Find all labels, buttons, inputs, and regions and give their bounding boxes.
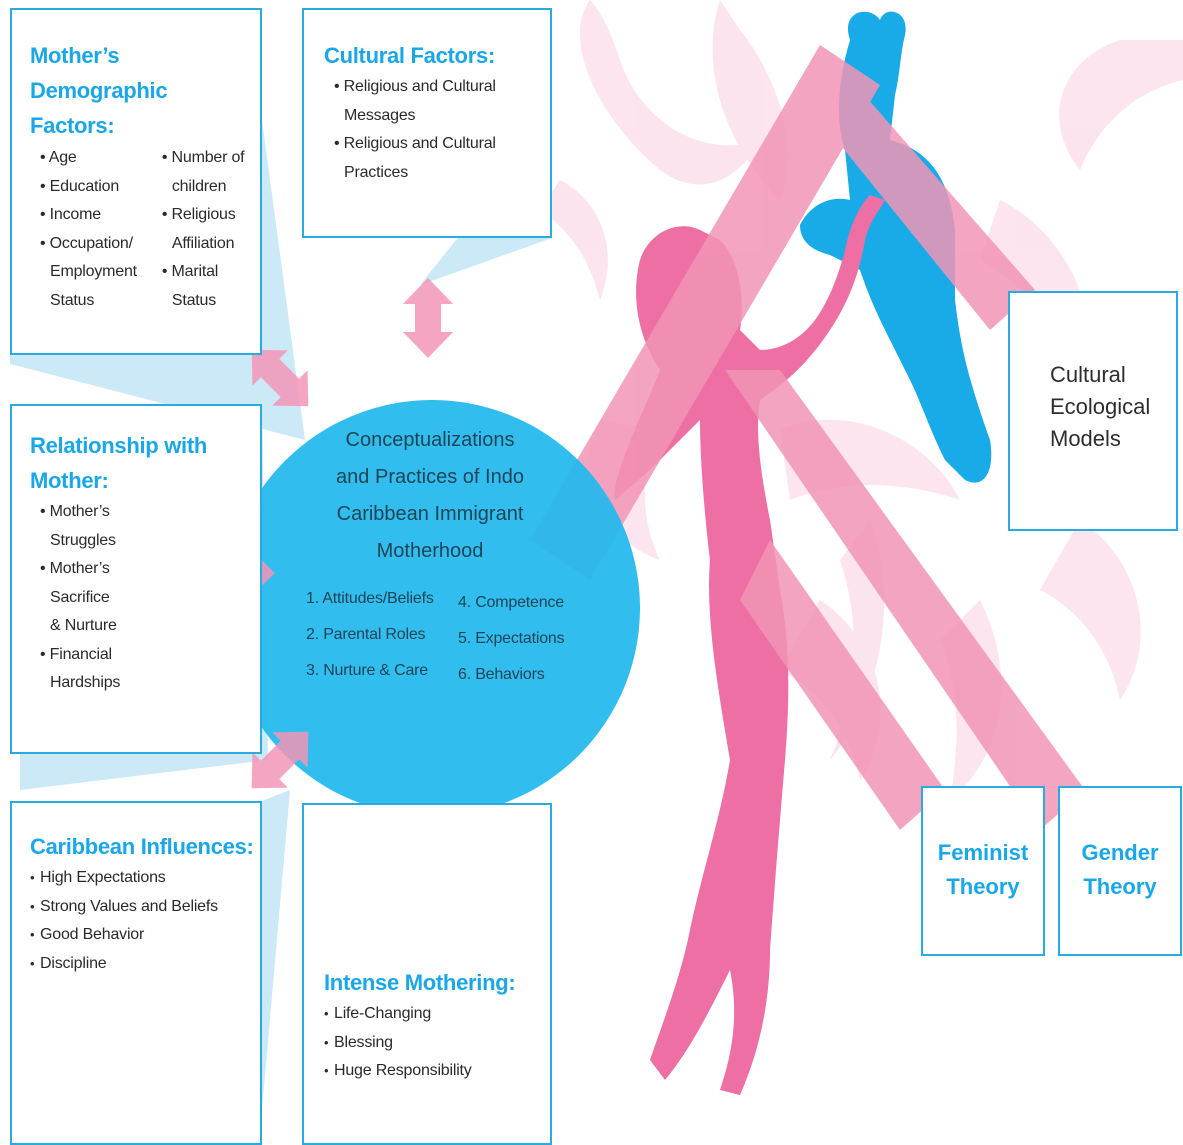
demographic-title-line2: Factors: xyxy=(30,108,260,143)
caribbean-title: Caribbean Influences: xyxy=(30,829,260,864)
caribbean-item: Strong Values and Beliefs xyxy=(30,893,260,922)
cultural-ecological-models-box: Cultural Ecological Models xyxy=(1008,291,1178,531)
relationship-item: • Mother’s xyxy=(30,555,260,584)
caribbean-item: Discipline xyxy=(30,950,260,979)
intense-title: Intense Mothering: xyxy=(324,965,550,1000)
relationship-item: • Mother’s xyxy=(30,498,260,527)
gender-label: Gender Theory xyxy=(1060,836,1180,904)
relationship-item-cont: Sacrifice xyxy=(30,584,260,613)
caribbean-item: High Expectations xyxy=(30,864,260,893)
center-item: 2. Parental Roles xyxy=(306,626,425,644)
demographic-item: • Marital xyxy=(152,258,260,287)
cultural-title: Cultural Factors: xyxy=(324,38,550,73)
demographic-item: • Number of xyxy=(152,144,260,173)
relationship-item: • Financial xyxy=(30,641,260,670)
gender-theory-box: Gender Theory xyxy=(1058,786,1182,956)
demographic-title-line1: Mother’s Demographic xyxy=(30,38,260,108)
demographic-item: • Religious xyxy=(152,201,260,230)
center-item: 5. Expectations xyxy=(458,630,564,648)
cultural-item-cont: Practices xyxy=(324,159,550,188)
relationship-item-cont: Hardships xyxy=(30,669,260,698)
demographic-item-cont: children xyxy=(152,173,260,202)
demographic-item-cont: Affiliation xyxy=(152,230,260,259)
feminist-label: Feminist Theory xyxy=(923,836,1043,904)
cultural-item: • Religious and Cultural xyxy=(324,73,550,102)
cultural-factors-box: Cultural Factors: • Religious and Cultur… xyxy=(302,8,552,238)
relationship-title-line2: Mother: xyxy=(30,463,260,498)
relationship-item-cont: Struggles xyxy=(30,527,260,556)
center-item: 3. Nurture & Care xyxy=(306,662,428,680)
caribbean-item: Good Behavior xyxy=(30,921,260,950)
relationship-item-cont: & Nurture xyxy=(30,612,260,641)
center-item: 1. Attitudes/Beliefs xyxy=(306,590,434,608)
intense-item: Huge Responsibility xyxy=(324,1057,550,1086)
center-title: Conceptualizations and Practices of Indo… xyxy=(300,422,560,570)
relationship-title-line1: Relationship with xyxy=(30,428,260,463)
intense-item: Blessing xyxy=(324,1029,550,1058)
cultural-item: • Religious and Cultural xyxy=(324,130,550,159)
demographic-item-cont: Status xyxy=(152,287,260,316)
feminist-theory-box: Feminist Theory xyxy=(921,786,1045,956)
center-item: 4. Competence xyxy=(458,594,564,612)
demographic-item: • Occupation/ xyxy=(30,230,152,259)
relationship-box: Relationship with Mother: • Mother’s Str… xyxy=(10,404,262,754)
demographic-factors-box: Mother’s Demographic Factors: • Age • Ed… xyxy=(10,8,262,355)
intense-mothering-box: Intense Mothering: Life-Changing Blessin… xyxy=(302,803,552,1145)
cultural-item-cont: Messages xyxy=(324,102,550,131)
demographic-item: • Education xyxy=(30,173,152,202)
center-item: 6. Behaviors xyxy=(458,666,545,684)
demographic-item: • Age xyxy=(30,144,152,173)
demographic-item-cont: Status xyxy=(30,287,152,316)
demographic-item: • Income xyxy=(30,201,152,230)
ecological-label: Cultural Ecological Models xyxy=(1050,359,1160,455)
demographic-item-cont: Employment xyxy=(30,258,152,287)
caribbean-influences-box: Caribbean Influences: High Expectations … xyxy=(10,801,262,1145)
theory-bands xyxy=(530,45,1085,830)
intense-item: Life-Changing xyxy=(324,1000,550,1029)
